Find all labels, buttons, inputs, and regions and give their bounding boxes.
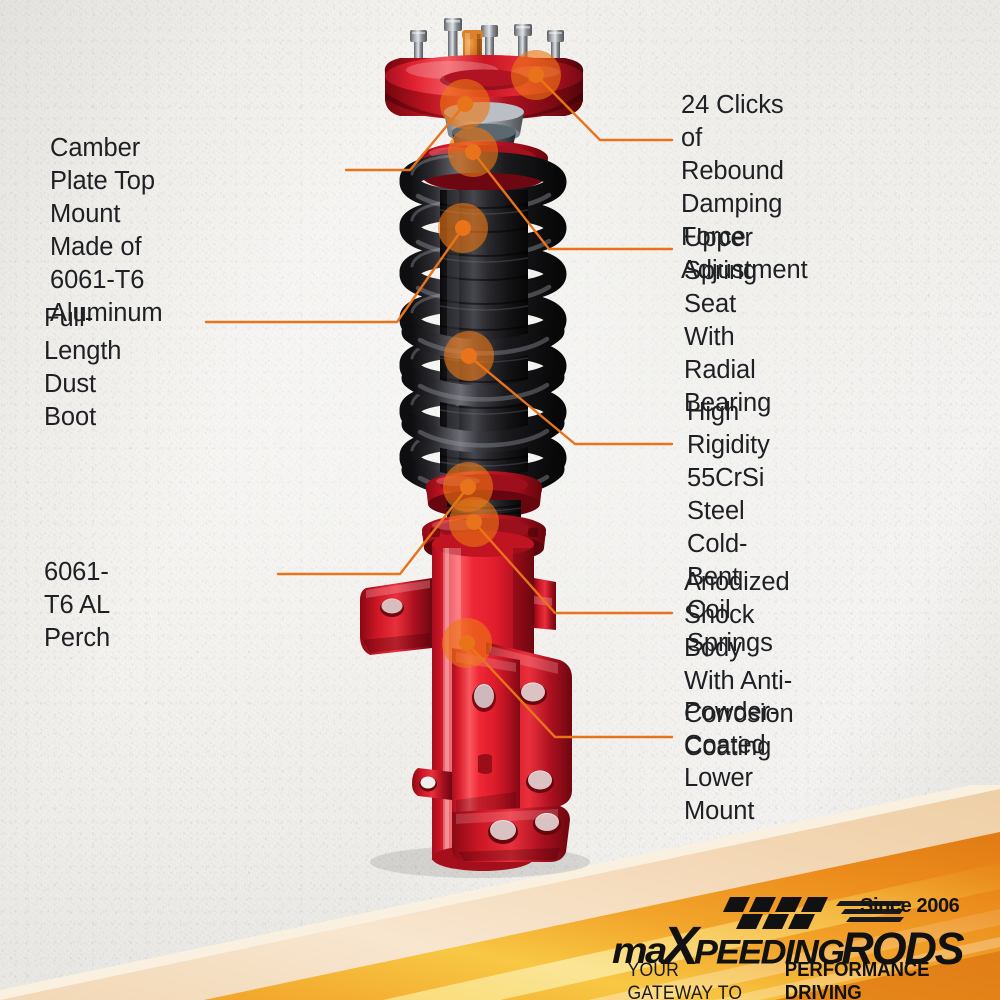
footer-band-deep (0, 951, 1000, 1000)
logo-x-text: X (662, 916, 699, 976)
speed-lines-icon (836, 901, 904, 922)
logo-peeding-text: PEEDING (693, 932, 845, 971)
footer-highlight-line (713, 937, 1000, 1000)
logo-since-text: Since 2006 (860, 895, 960, 917)
callout-label-coil-springs: High Rigidity 55CrSi Steel Cold-Bent Coi… (687, 398, 773, 657)
tagline-light-text: YOUR GATEWAY TO (627, 959, 743, 1000)
logo-graphic (723, 897, 904, 929)
logo-tagline: YOUR GATEWAY TO PERFORMANCE DRIVING (620, 959, 972, 1000)
tagline-bold-text: PERFORMANCE DRIVING (784, 959, 930, 1000)
callout-dot-lower-mount[interactable] (459, 635, 475, 651)
callout-label-lower-mount: Powder-Coated Lower Mount (684, 698, 779, 825)
footer-streak-gold-1 (382, 863, 1000, 1000)
leader-line-camber-plate (344, 102, 467, 172)
leader-line-dust-boot (204, 226, 465, 324)
checkered-flag-icon (723, 897, 828, 929)
leader-line-coil-springs (467, 354, 674, 446)
leader-line-al-perch (276, 485, 470, 576)
footer-bands-graphic (0, 785, 1000, 1000)
callout-label-rebound-damping: 24 Clicks of Rebound Damping Force Adjus… (681, 91, 808, 284)
leader-line-upper-spring-seat (471, 150, 674, 251)
logo-wordmark: ma X PEEDING RODS (612, 915, 965, 976)
callout-dot-shock-body[interactable] (466, 514, 482, 530)
lower-mount-bracket (360, 578, 572, 862)
footer-banner: Since 2006 ma X PEEDING RODS YOUR GATEWA… (0, 785, 1000, 1000)
callout-label-al-perch: 6061-T6 AL Perch (44, 558, 111, 652)
leader-line-shock-body (472, 520, 674, 615)
callout-label-dust-boot: Full-Length Dust Boot (44, 304, 122, 431)
callout-dot-dust-boot[interactable] (455, 220, 471, 236)
brand-logo[interactable]: Since 2006 ma X PEEDING RODS YOUR GATEWA… (612, 893, 972, 1000)
callout-dot-camber-plate[interactable] (457, 96, 473, 112)
footer-band-peach (0, 789, 1000, 1000)
callout-dot-al-perch[interactable] (460, 479, 476, 495)
footer-streak-gold-2 (588, 909, 1000, 1000)
callout-dot-coil-springs[interactable] (461, 348, 477, 364)
callout-label-camber-plate: Camber Plate Top Mount Made of 6061-T6 A… (50, 134, 163, 327)
callout-dot-upper-spring-seat[interactable] (465, 144, 481, 160)
logo-ma-text: ma (612, 930, 667, 972)
callout-label-upper-spring-seat: Upper Spring Seat With Radial Bearing (684, 224, 772, 417)
leader-line-rebound-damping (534, 73, 674, 142)
footer-band-cream (0, 785, 1000, 1000)
callout-label-shock-body: Anodized Shock Body With Anti-Corrosion … (684, 568, 794, 761)
callout-dot-rebound-damping[interactable] (528, 67, 544, 83)
logo-rods-text: RODS (841, 923, 964, 974)
footer-band-amber (0, 832, 1000, 1000)
leader-line-lower-mount (465, 641, 674, 739)
